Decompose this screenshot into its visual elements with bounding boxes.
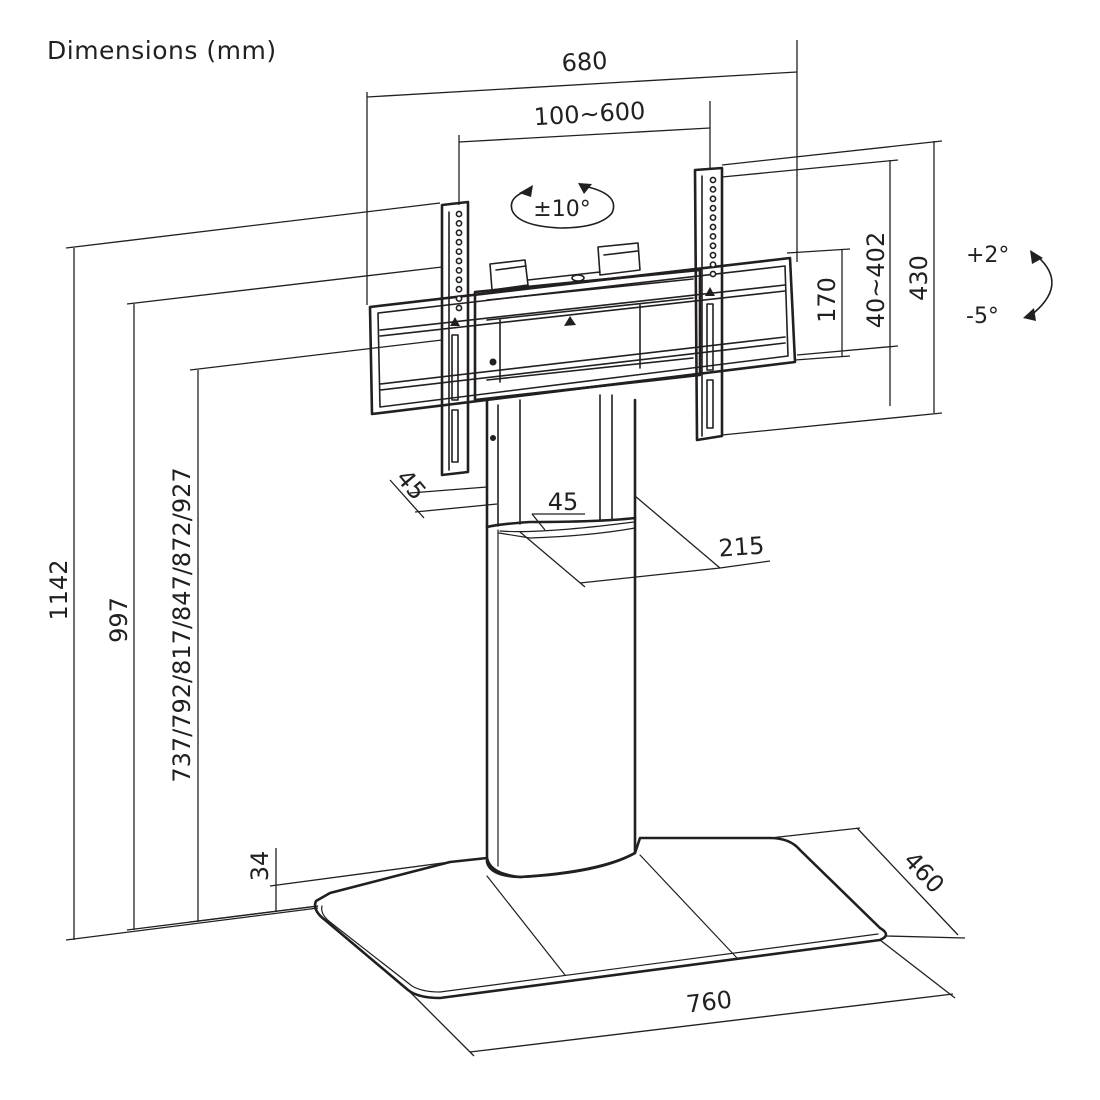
- dim-bracket-height: 170: [786, 248, 851, 361]
- right-arm-mount-hole: [709, 232, 717, 240]
- column-lower: [485, 516, 637, 879]
- dim-column-side-a: 45: [389, 464, 498, 519]
- label-760: 760: [685, 986, 734, 1019]
- left-arm-mount-hole: [455, 219, 463, 227]
- base-plate: [313, 836, 888, 1000]
- dim-base-thickness: 34: [246, 848, 451, 912]
- left-arm-mount-hole: [455, 285, 463, 293]
- left-arm-mount-hole: [455, 257, 463, 265]
- dim-column-depth: 215: [519, 495, 771, 588]
- label-1142: 1142: [45, 559, 73, 620]
- label-215: 215: [718, 531, 766, 562]
- dim-plate-height: 430: [721, 140, 943, 436]
- dim-vertical-adjust: 40~402: [721, 159, 899, 406]
- right-arm-mount-hole: [709, 251, 717, 259]
- right-arm-mount-hole: [709, 261, 717, 268]
- diagram-title: Dimensions (mm): [47, 36, 277, 65]
- left-vertical-arm: [440, 200, 470, 477]
- label-swivel: ±10°: [533, 197, 590, 222]
- label-tilt-down: -5°: [966, 304, 999, 329]
- label-34: 34: [246, 851, 274, 882]
- right-arm-mount-hole: [709, 223, 717, 231]
- label-997: 997: [105, 597, 133, 643]
- right-arm-mount-hole: [709, 270, 717, 278]
- left-arm-mount-hole: [455, 276, 463, 284]
- right-arm-mount-hole: [709, 204, 717, 212]
- label-680: 680: [561, 47, 608, 78]
- dim-total-width: 680: [366, 40, 798, 305]
- right-arm-mount-hole: [709, 176, 717, 184]
- dim-mount-heights: 737/792/817/847/872/927: [168, 339, 443, 923]
- label-40-402: 40~402: [862, 232, 890, 328]
- label-170: 170: [813, 277, 841, 323]
- left-arm-mount-hole: [455, 238, 463, 246]
- dim-base-width: 760: [407, 939, 956, 1057]
- label-430: 430: [905, 255, 933, 301]
- dim-base-depth: 460: [769, 827, 966, 939]
- dim-top-height: 997: [105, 266, 443, 931]
- left-arm-mount-hole: [455, 229, 463, 237]
- dim-overall-height: 1142: [45, 202, 441, 941]
- left-arm-mount-hole: [455, 210, 463, 218]
- left-arm-mount-hole: [455, 248, 463, 255]
- right-arm-mount-hole: [709, 242, 717, 250]
- swivel-indicator: ±10°: [510, 183, 615, 229]
- label-45-front: 45: [548, 488, 579, 516]
- label-45-diagonal: 45: [391, 464, 432, 505]
- left-arm-mount-hole: [455, 295, 463, 302]
- right-arm-mount-hole: [709, 214, 717, 221]
- label-100-600: 100~600: [533, 97, 646, 131]
- tilt-indicator: +2° -5°: [966, 243, 1053, 329]
- right-arm-mount-hole: [709, 195, 717, 203]
- dim-column-side-b: 45: [531, 488, 585, 531]
- label-mount-heights: 737/792/817/847/872/927: [168, 467, 196, 782]
- left-arm-mount-hole: [455, 266, 463, 274]
- right-arm-mount-hole: [709, 185, 717, 193]
- left-arm-mount-hole: [455, 304, 463, 312]
- label-tilt-up: +2°: [966, 243, 1009, 268]
- dim-vesa-range: 100~600: [458, 97, 711, 205]
- label-460: 460: [898, 846, 950, 899]
- right-vertical-arm: [693, 166, 724, 442]
- mount-plate: [368, 242, 797, 416]
